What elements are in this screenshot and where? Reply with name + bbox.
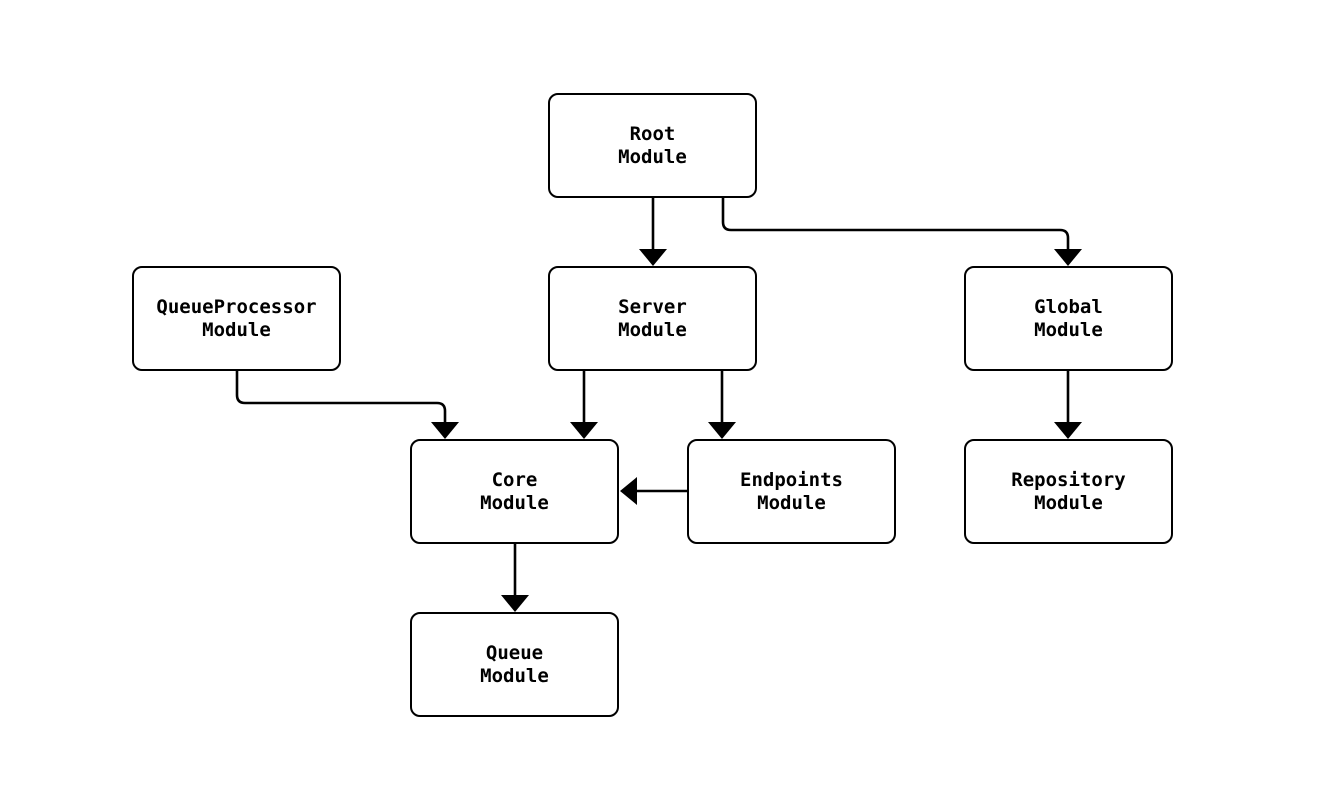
arrowhead-icon xyxy=(431,422,459,439)
node-label-line: Queue xyxy=(485,641,544,664)
node-label-line: Repository xyxy=(1011,468,1126,491)
node-label-line: Module xyxy=(1034,318,1103,341)
arrowhead-icon xyxy=(1054,249,1082,266)
node-label-line: Core xyxy=(491,468,538,491)
node-label-line: Global xyxy=(1034,295,1103,318)
edge-queueprocessor-to-core xyxy=(235,371,459,439)
node-label-line: Module xyxy=(480,491,549,514)
arrowhead-icon xyxy=(620,477,637,505)
node-label-line: QueueProcessor xyxy=(156,295,317,318)
arrowhead-icon xyxy=(501,595,529,612)
edge-server-to-endpoints xyxy=(708,371,736,439)
arrowhead-icon xyxy=(708,422,736,439)
node-label-line: Server xyxy=(618,295,687,318)
node-label-line: Module xyxy=(757,491,826,514)
arrowhead-icon xyxy=(570,422,598,439)
edge-root-to-global xyxy=(721,198,1082,266)
node-label-line: Module xyxy=(202,318,271,341)
node-label-line: Endpoints xyxy=(740,468,843,491)
node-label-line: Module xyxy=(618,145,687,168)
node-label-line: Module xyxy=(480,664,549,687)
node-label-line: Module xyxy=(1034,491,1103,514)
edge-core-to-queue xyxy=(501,544,529,612)
edge-endpoints-to-core xyxy=(620,477,687,505)
edge-server-to-core xyxy=(570,371,598,439)
edge-root-to-server xyxy=(639,198,667,266)
node-label-line: Root xyxy=(629,122,676,145)
arrowhead-icon xyxy=(639,249,667,266)
node-label-line: Module xyxy=(618,318,687,341)
edge-global-to-repository xyxy=(1054,371,1082,439)
arrowhead-icon xyxy=(1054,422,1082,439)
